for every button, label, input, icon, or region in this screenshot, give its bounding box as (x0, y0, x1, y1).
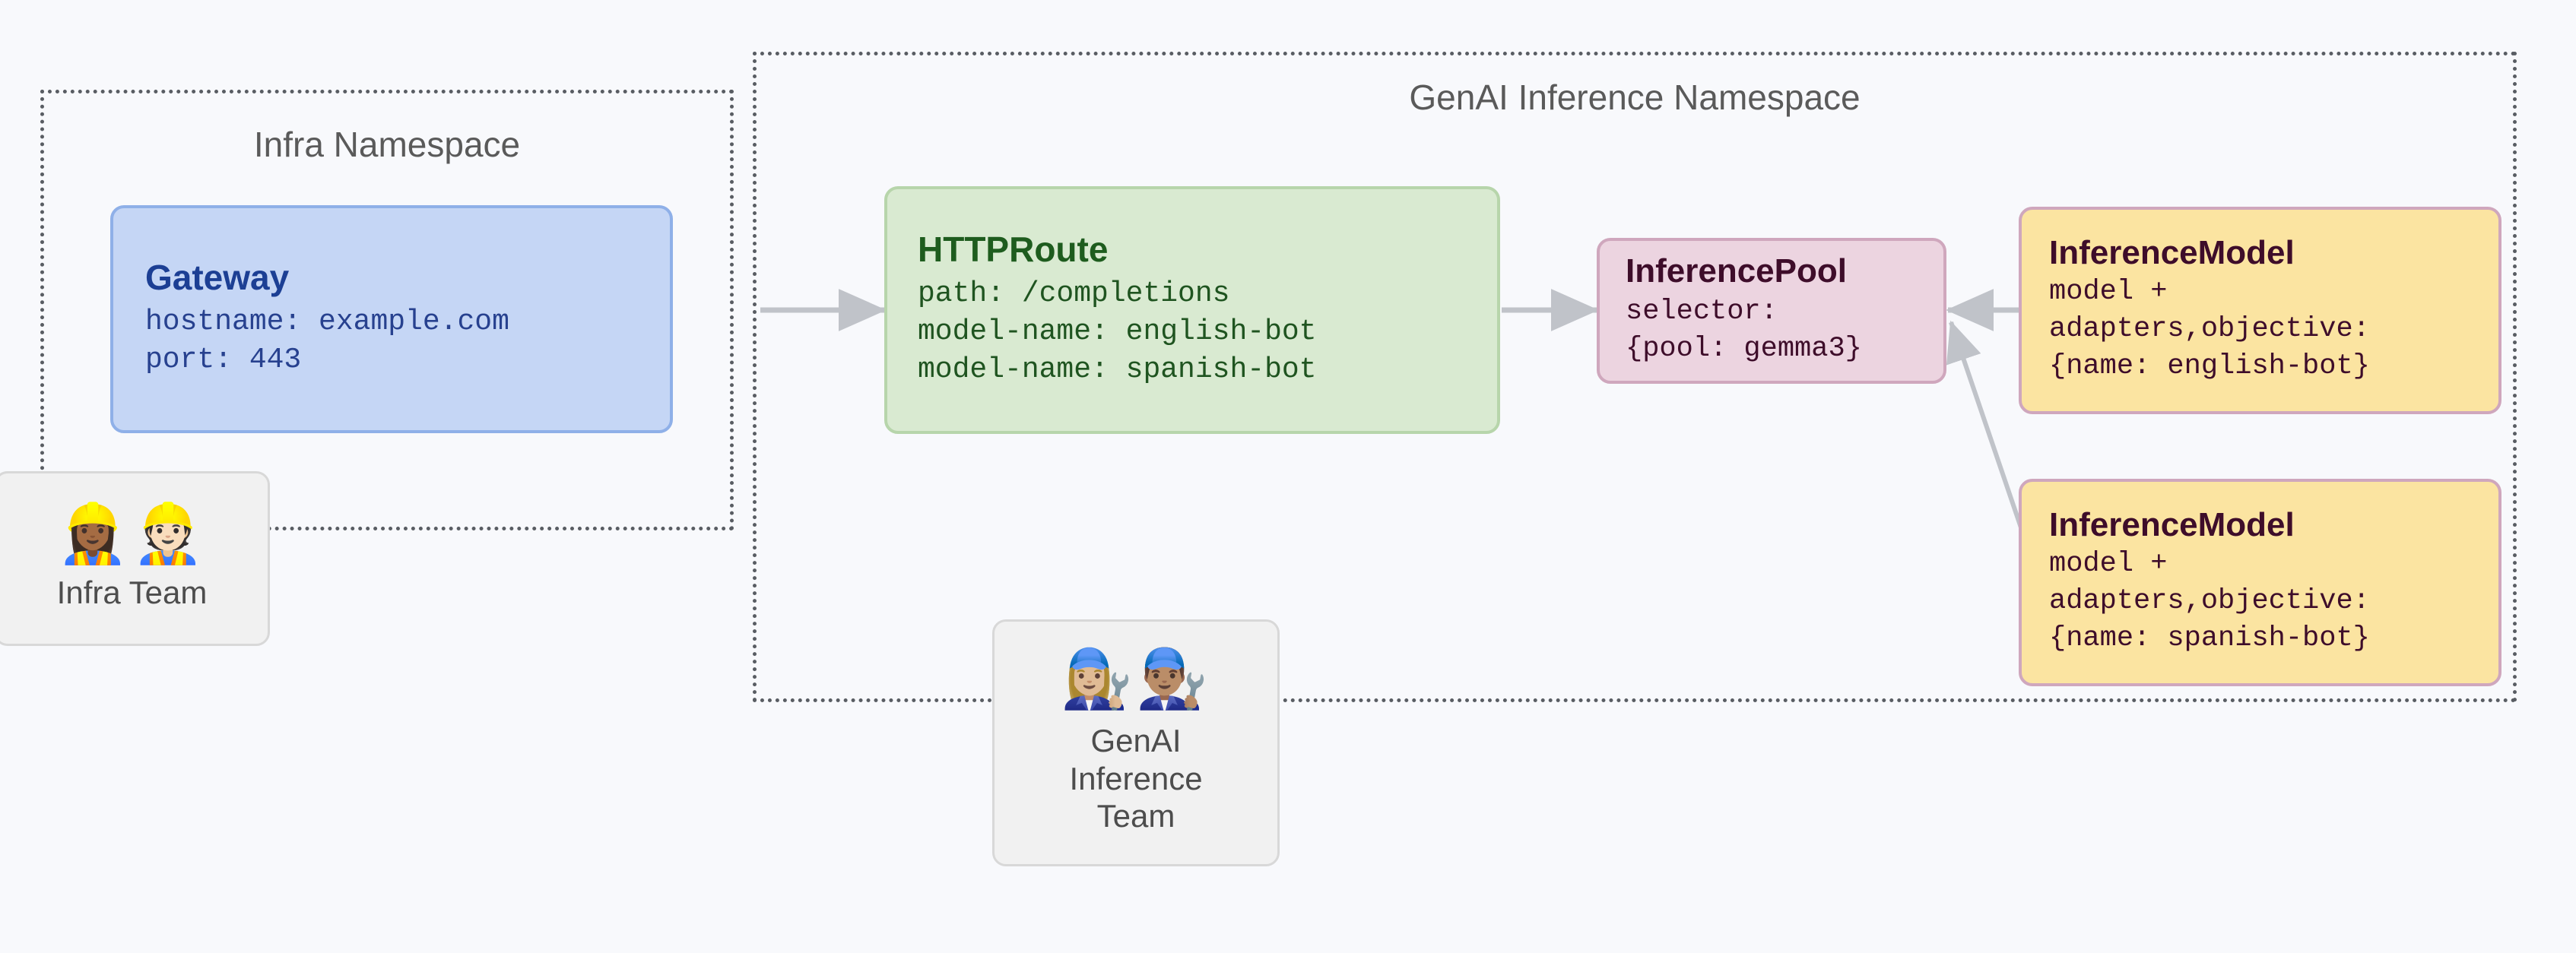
inferencepool-card[interactable]: InferencePool selector: {pool: gemma3} (1597, 238, 1946, 384)
httproute-title: HTTPRoute (918, 229, 1109, 269)
inferencemodel-card-spanish-bot[interactable]: InferenceModel model + adapters,objectiv… (2019, 479, 2501, 686)
genai-inference-namespace-boundary: GenAI Inference Namespace (753, 52, 2517, 702)
gateway-title: Gateway (145, 257, 290, 297)
genai-inference-team-label: GenAI Inference Team (1069, 723, 1203, 834)
genai-inference-namespace-label: GenAI Inference Namespace (1409, 78, 1861, 117)
gateway-meta: hostname: example.com port: 443 (145, 305, 509, 377)
inferencemodel-meta: model + adapters,objective: {name: spani… (2049, 548, 2370, 654)
infra-namespace-boundary: Infra Namespace (40, 90, 734, 530)
infra-team-label: Infra Team (56, 575, 208, 611)
genai-inference-team-badge[interactable]: 👩🏼‍🔧👨🏽‍🔧 GenAI Inference Team (992, 619, 1280, 866)
inferencepool-title: InferencePool (1626, 252, 1847, 290)
infra-namespace-label: Infra Namespace (253, 125, 521, 164)
mechanic-icon: 👩🏼‍🔧👨🏽‍🔧 (1061, 647, 1211, 712)
inferencemodel-meta: model + adapters,objective: {name: engli… (2049, 276, 2370, 382)
inferencemodel-title: InferenceModel (2049, 506, 2295, 544)
httproute-meta: path: /completions model-name: english-b… (918, 277, 1317, 387)
inferencemodel-title: InferenceModel (2049, 234, 2295, 272)
httproute-card[interactable]: HTTPRoute path: /completions model-name:… (884, 186, 1500, 434)
infra-team-badge[interactable]: 👷🏾‍♀️👷🏻 Infra Team (0, 471, 270, 646)
inferencepool-meta: selector: {pool: gemma3} (1626, 296, 1862, 366)
gateway-card[interactable]: Gateway hostname: example.com port: 443 (110, 205, 673, 433)
construction-worker-icon: 👷🏾‍♀️👷🏻 (56, 502, 208, 567)
inferencemodel-card-english-bot[interactable]: InferenceModel model + adapters,objectiv… (2019, 207, 2501, 414)
